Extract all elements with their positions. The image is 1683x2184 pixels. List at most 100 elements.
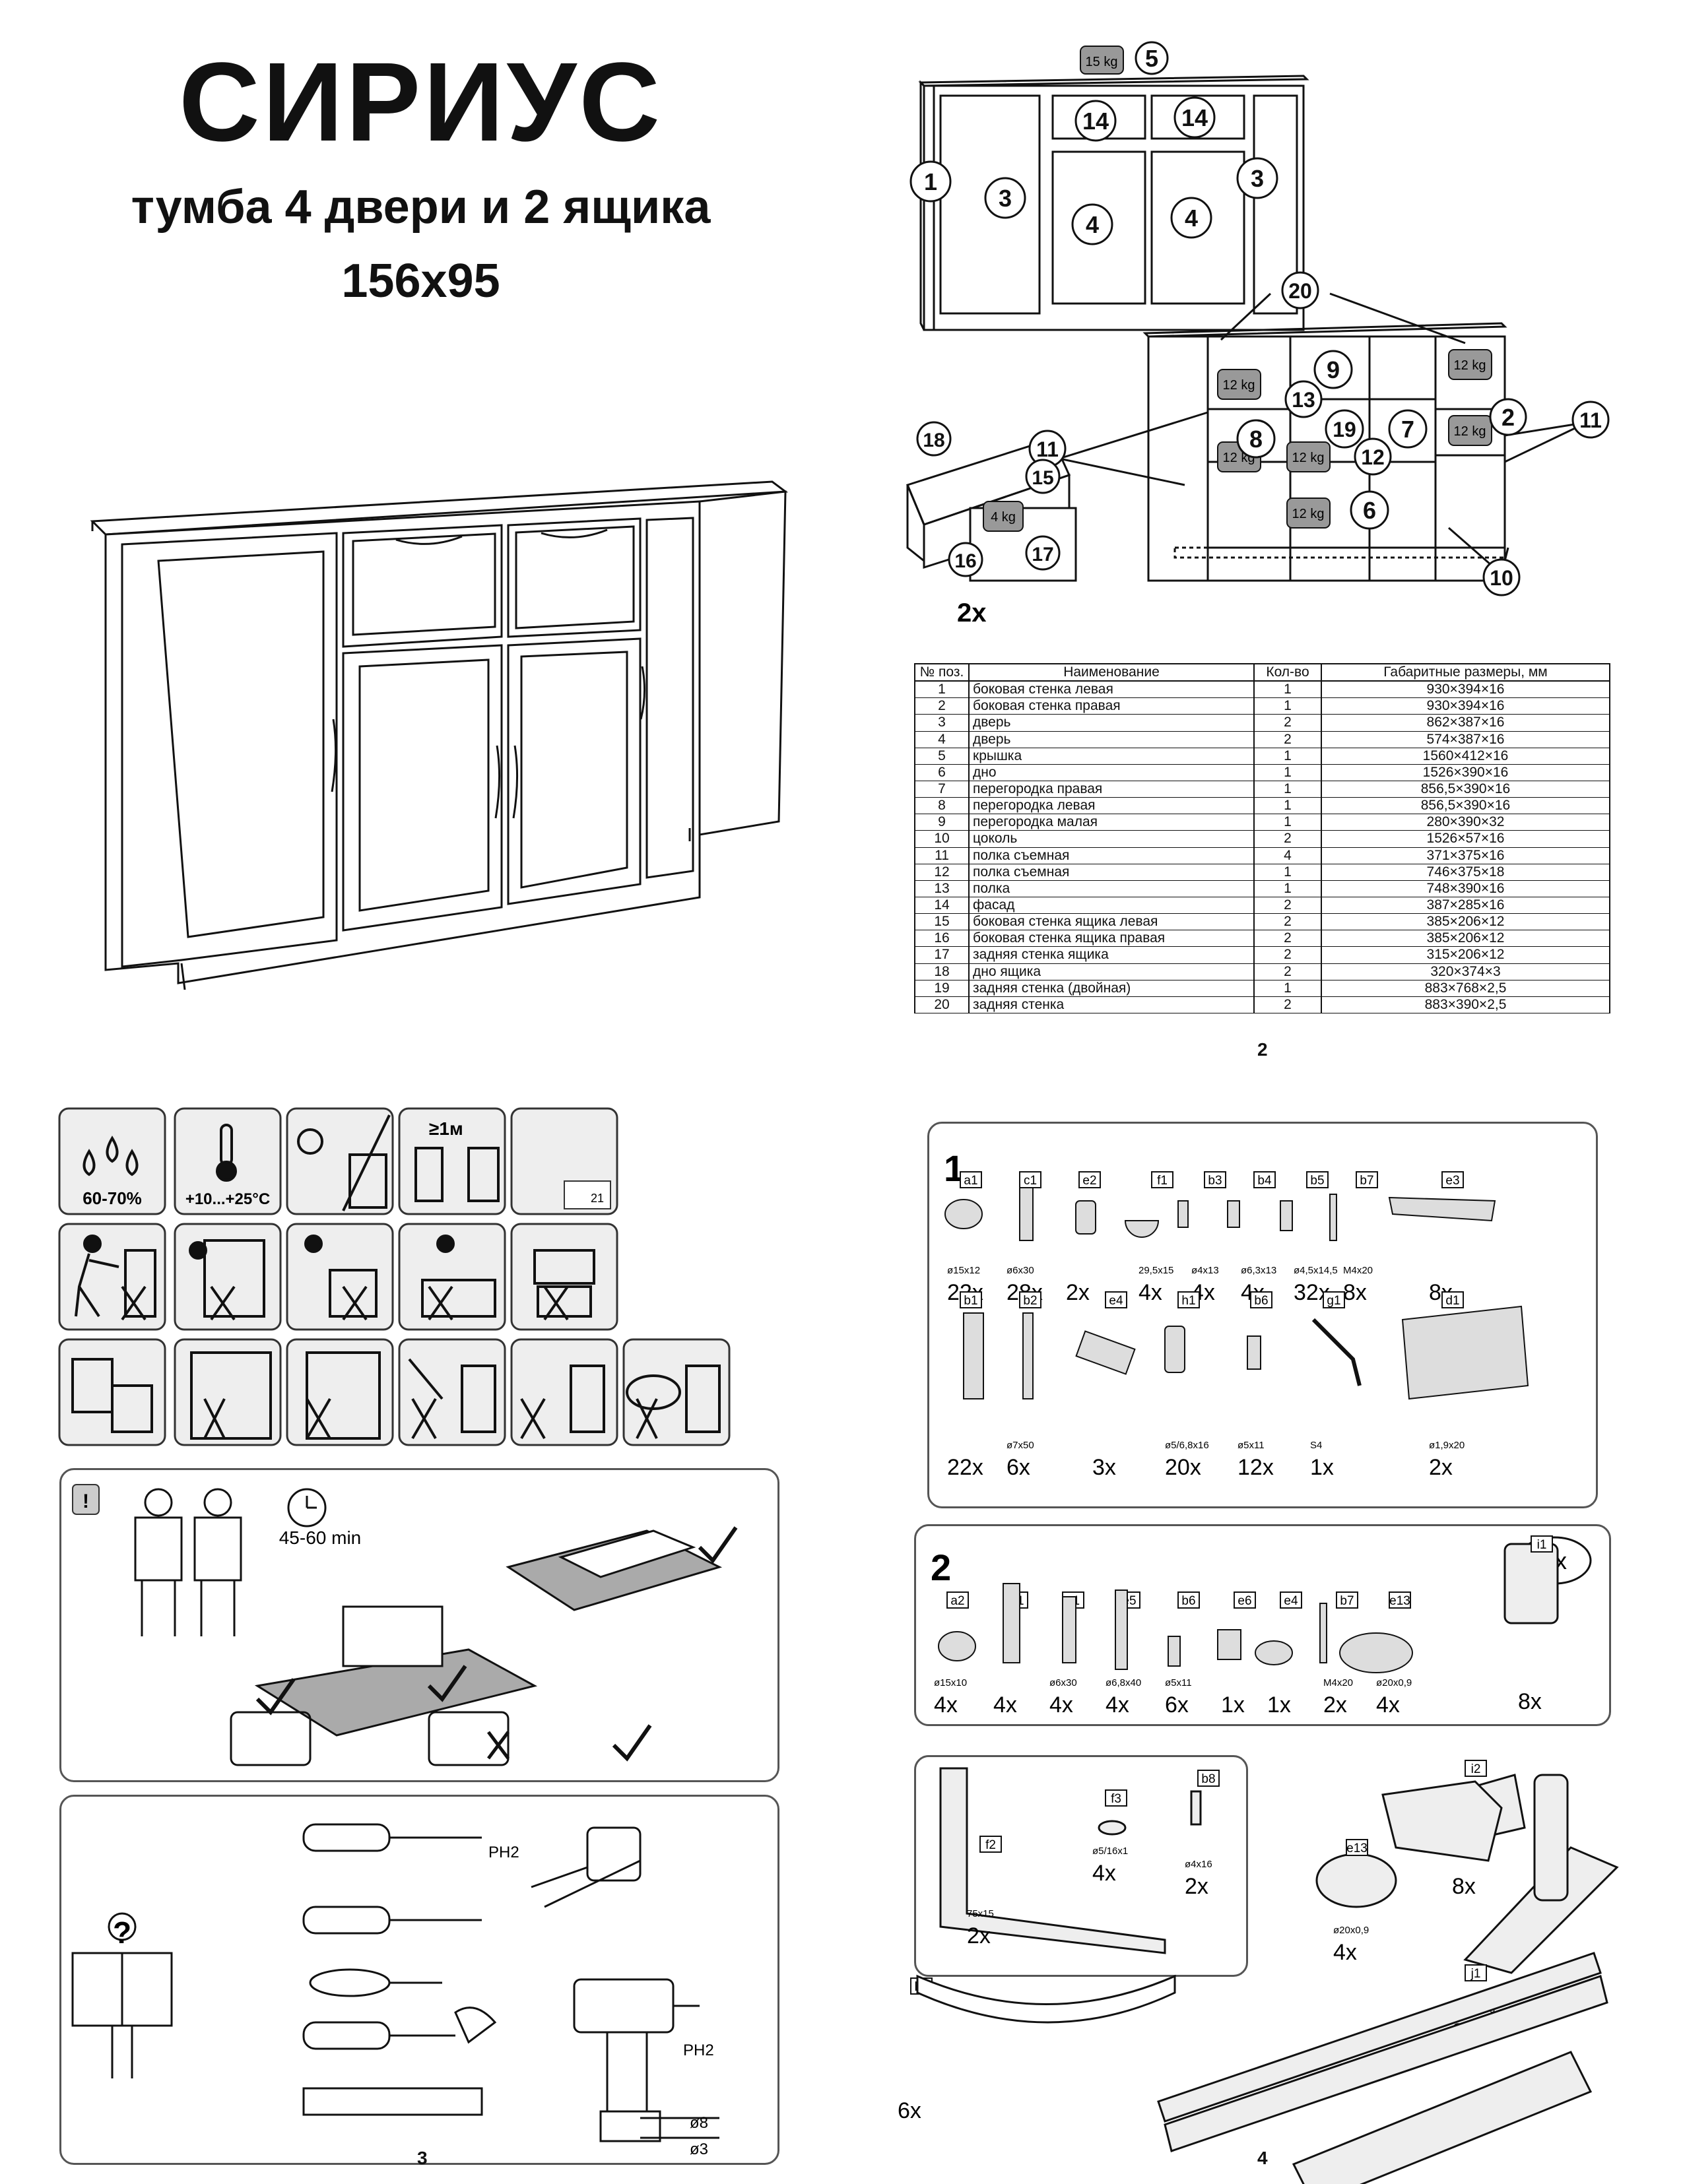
svg-text:5: 5: [1145, 45, 1158, 72]
svg-text:1x: 1x: [1310, 1455, 1334, 1480]
svg-text:ø6x30: ø6x30: [1006, 1265, 1034, 1276]
cell-dims: 371×375×16: [1321, 847, 1610, 864]
svg-text:ø15x10: ø15x10: [934, 1677, 967, 1688]
svg-text:14: 14: [1181, 104, 1208, 131]
svg-text:i2: i2: [1471, 1762, 1481, 1776]
cell-name: полка: [968, 880, 1255, 897]
svg-text:h1: h1: [1181, 1294, 1195, 1308]
sideboard-drawing: [90, 480, 789, 990]
svg-text:19: 19: [1333, 418, 1356, 441]
svg-text:ø4,5x14,5: ø4,5x14,5: [1294, 1265, 1338, 1276]
svg-text:4 kg: 4 kg: [991, 510, 1016, 525]
svg-text:4: 4: [1086, 211, 1099, 238]
svg-text:12 kg: 12 kg: [1292, 507, 1325, 521]
svg-text:M4x20: M4x20: [1323, 1677, 1353, 1688]
cell-name: дверь: [968, 714, 1255, 732]
svg-text:f1: f1: [1157, 1174, 1168, 1188]
cell-name: дно ящика: [968, 963, 1255, 980]
cell-name: перегородка правая: [968, 780, 1255, 798]
cell-name: фасад: [968, 896, 1255, 915]
cell-qty: 2: [1253, 913, 1322, 931]
cell-name: боковая стенка левая: [968, 680, 1255, 699]
warning-icon: !: [82, 1491, 89, 1512]
callout-14: 14: [1074, 100, 1117, 142]
cell-dims: 315×206×12: [1321, 946, 1610, 964]
cell-dims: 385×206×12: [1321, 913, 1610, 931]
svg-text:ø6,3x13: ø6,3x13: [1241, 1265, 1276, 1276]
cell-qty: 2: [1253, 714, 1322, 732]
svg-text:b8: b8: [1201, 1772, 1215, 1786]
svg-text:e13: e13: [1346, 1842, 1368, 1855]
hardware-group-1-items: 1 a1ø15x1222xc1ø6x3028xe22xf129,5x154xb3…: [944, 1147, 1529, 1480]
svg-text:M4x20: M4x20: [1343, 1265, 1373, 1276]
svg-text:4x: 4x: [1092, 1861, 1116, 1886]
product-subtitle: тумба 4 двери и 2 ящика: [131, 181, 711, 234]
svg-text:ø15x12: ø15x12: [947, 1265, 980, 1276]
cell-name: боковая стенка ящика левая: [968, 913, 1255, 931]
svg-text:12x: 12x: [1238, 1455, 1274, 1480]
svg-text:12: 12: [1361, 445, 1385, 469]
cell-pos: 10: [914, 830, 970, 848]
callout-2: 2: [1489, 398, 1527, 436]
col-header-pos: № поз.: [914, 662, 970, 682]
callout-12: 12: [1354, 437, 1392, 476]
cell-pos: 12: [914, 863, 970, 881]
callout-20: 20: [1281, 271, 1319, 309]
tools-panel: [59, 1795, 779, 2165]
svg-text:e4: e4: [1109, 1294, 1123, 1308]
svg-text:b6: b6: [1254, 1294, 1268, 1308]
cell-name: боковая стенка правая: [968, 697, 1255, 715]
cell-name: цоколь: [968, 830, 1255, 848]
svg-text:2x: 2x: [1429, 1455, 1453, 1480]
cell-pos: 15: [914, 913, 970, 931]
callout-9: 9: [1313, 350, 1353, 389]
svg-text:8: 8: [1249, 426, 1263, 453]
svg-text:16: 16: [954, 550, 976, 572]
page-number-4: 4: [1257, 2148, 1268, 2168]
callout-14: 14: [1173, 96, 1216, 139]
svg-text:b6: b6: [1181, 1594, 1195, 1608]
svg-text:b5: b5: [1310, 1174, 1324, 1188]
svg-text:15 kg: 15 kg: [1086, 55, 1118, 69]
svg-text:ø7x50: ø7x50: [1006, 1440, 1034, 1451]
callout-4: 4: [1071, 203, 1113, 245]
cell-name: перегородка левая: [968, 797, 1255, 815]
cell-dims: 883×768×2,5: [1321, 979, 1610, 997]
svg-text:4x: 4x: [934, 1692, 958, 1718]
callout-15: 15: [1025, 459, 1061, 494]
weight-tag-shelf: 12 kg: [1217, 369, 1261, 400]
cell-dims: 1560×412×16: [1321, 747, 1610, 765]
svg-text:18: 18: [923, 430, 944, 451]
cell-qty: 1: [1253, 747, 1322, 765]
cell-dims: 856,5×390×16: [1321, 797, 1610, 815]
cell-dims: 574×387×16: [1321, 730, 1610, 748]
cell-name: задняя стенка: [968, 996, 1255, 1013]
cell-qty: 2: [1253, 896, 1322, 915]
svg-text:12 kg: 12 kg: [1292, 451, 1325, 465]
cell-name: боковая стенка ящика правая: [968, 930, 1255, 947]
svg-text:4x: 4x: [1106, 1692, 1129, 1718]
svg-text:12 kg: 12 kg: [1223, 378, 1255, 393]
hardware-group-2: [914, 1524, 1611, 1726]
callout-16: 16: [948, 542, 983, 577]
weight-tag-shelf: 12 kg: [1286, 498, 1331, 529]
col-header-name: Наименование: [968, 662, 1255, 682]
svg-text:8x: 8x: [1518, 1689, 1542, 1714]
svg-text:j1: j1: [1470, 1967, 1481, 1981]
